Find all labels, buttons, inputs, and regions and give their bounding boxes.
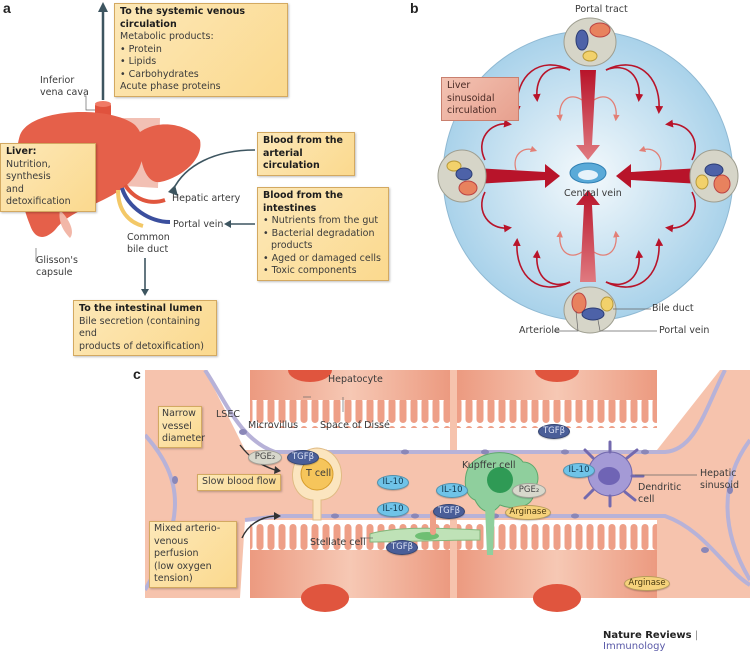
dendritic-cell-label: Dendritic cell [638, 482, 682, 505]
il10-molecule: IL-10 [563, 463, 595, 478]
portal-vein-label: Portal vein [173, 219, 224, 230]
portal-tract-label: Portal tract [575, 4, 628, 15]
portal-tract-right [689, 149, 739, 203]
liver-lobule-diagram [437, 17, 739, 334]
lumen-box-title: To the intestinal lumen [79, 303, 203, 314]
liver-illustration [16, 2, 256, 296]
t-cell-label: T cell [306, 468, 332, 479]
flow-arrow-right [616, 164, 701, 188]
arterial-circulation-box: Blood from the arterial circulation [257, 132, 355, 176]
panel-a-label: a [3, 0, 11, 16]
slow-blood-flow-box: Slow blood flow [197, 474, 282, 491]
glisson-capsule-label: Glisson's capsule [36, 255, 78, 278]
bile-duct-vessel [116, 189, 144, 228]
intestines-box: Blood from the intestines Nutrients from… [257, 187, 389, 281]
portal-vein-label-b: Portal vein [659, 325, 710, 336]
central-vein-label: Central vein [564, 188, 622, 199]
journal-name: Nature Reviews [603, 630, 692, 641]
intestines-box-title: Blood from the intestines [263, 190, 343, 214]
portal-vein-vessel [120, 187, 171, 224]
tgfb-molecule: TGFβ [287, 450, 319, 465]
space-of-disse-label: Space of Dissé [320, 420, 390, 431]
systemic-circulation-box: To the systemic venous circulation Metab… [114, 3, 288, 97]
pge2-molecule: PGE₂ [512, 483, 546, 498]
intestines-item: Nutrients from the gut [263, 215, 383, 228]
arginase-molecule: Arginase [624, 576, 670, 591]
liver-function-box: Liver: Nutrition, synthesis and detoxifi… [0, 143, 96, 212]
portal-tract-top [563, 17, 617, 67]
flow-arrow-top [576, 70, 600, 160]
hepatic-artery-vessel [123, 183, 166, 204]
systemic-box-title: To the systemic venous circulation [120, 6, 246, 30]
lsec-label: LSEC [216, 409, 240, 420]
mixed-perfusion-box: Mixed arterio- venous perfusion (low oxy… [149, 521, 237, 588]
portal-tract-left [437, 149, 487, 203]
stellate-cell-label: Stellate cell [310, 537, 366, 548]
portal-tract-bottom [554, 286, 657, 334]
hepatic-artery-label: Hepatic artery [172, 193, 241, 204]
credit-separator: | [694, 630, 699, 641]
intestines-item: Bacterial degradation products [263, 228, 383, 253]
intestines-item: Aged or damaged cells [263, 253, 383, 266]
systemic-arrowhead [98, 2, 108, 12]
journal-credit: Nature Reviews | Immunology [603, 630, 750, 652]
intestines-item: Toxic components [263, 265, 383, 278]
arteriole-label: Arteriole [519, 325, 560, 336]
ivc-label: Inferior vena cava [40, 75, 89, 98]
arginase-molecule: Arginase [505, 505, 551, 520]
systemic-item: Carbohydrates [120, 69, 282, 82]
intestinal-lumen-box: To the intestinal lumen Bile secretion (… [73, 300, 217, 356]
systemic-item: Protein [120, 44, 282, 57]
kupffer-cell-nucleus [487, 467, 513, 493]
pge2-molecule: PGE₂ [248, 450, 282, 465]
hepatocyte-nucleus [288, 370, 332, 382]
hepatocyte-upper-left [250, 370, 450, 400]
panel-c-label: c [133, 366, 141, 382]
systemic-box-subtitle: Metabolic products: [120, 31, 214, 42]
systemic-box-extra: Acute phase proteins [120, 81, 221, 92]
sinusoidal-flow-arrows [481, 64, 696, 288]
liver-left-lobe [139, 124, 201, 183]
tgfb-molecule: TGFβ [433, 504, 465, 519]
bile-duct-label-b: Bile duct [652, 303, 694, 314]
hepatic-sinusoid-label: Hepatic sinusoid [700, 468, 740, 491]
systemic-item: Lipids [120, 56, 282, 69]
tgfb-molecule: TGFβ [538, 424, 570, 439]
tgfb-molecule: TGFβ [386, 540, 418, 555]
bile-duct-label: Common bile duct [127, 232, 170, 255]
panel-b-label: b [410, 0, 419, 16]
il10-molecule: IL-10 [377, 502, 409, 517]
kupffer-cell-label: Kupffer cell [462, 460, 516, 471]
liver-box-title: Liver: [6, 146, 37, 157]
flow-arrow-left [475, 164, 560, 188]
microvillus-label: Microvillus [248, 420, 299, 431]
dendritic-cell [577, 440, 645, 508]
il10-molecule: IL-10 [436, 483, 468, 498]
flow-arrow-bottom [576, 190, 600, 282]
hepatocyte-label: Hepatocyte [328, 374, 383, 385]
narrow-vessel-box: Narrow vessel diameter [158, 406, 205, 448]
il10-molecule: IL-10 [377, 475, 409, 490]
sinusoidal-circulation-box: Liver sinusoidal circulation [441, 77, 519, 121]
journal-section: Immunology [603, 641, 666, 652]
